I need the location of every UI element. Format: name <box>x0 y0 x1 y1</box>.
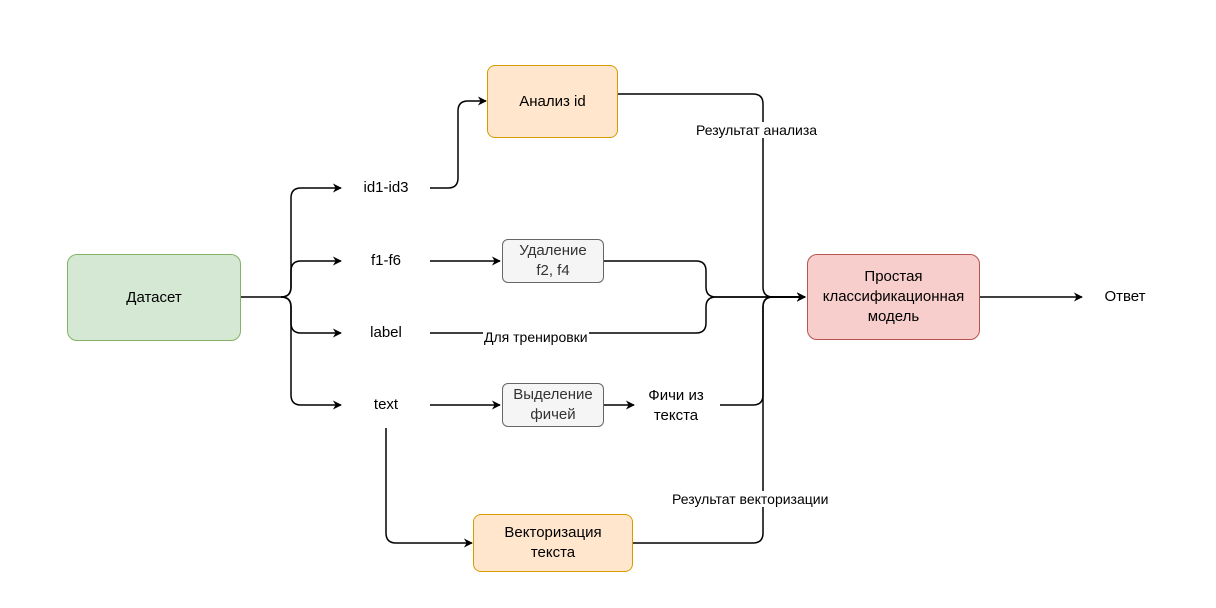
edge-vectorization-to-model <box>633 292 806 544</box>
node-feature-extraction: Выделение фичей <box>502 383 604 427</box>
node-simple-model: Простая классификационная модель <box>807 254 980 340</box>
edge-delete-to-model <box>604 260 806 302</box>
node-dataset-label: Датасет <box>126 288 182 306</box>
node-simple-model-label: Простая классификационная модель <box>822 268 965 325</box>
node-id-analysis: Анализ id <box>487 65 618 138</box>
edge-dataset-to-f-range <box>280 256 342 298</box>
node-label: label <box>342 321 430 345</box>
edge-dataset-to-text <box>280 296 342 410</box>
node-text-vectorization: Векторизация текста <box>473 514 633 572</box>
node-f-range: f1-f6 <box>342 249 430 273</box>
node-text-features: Фичи из текста <box>636 385 716 427</box>
node-id-analysis-label: Анализ id <box>519 92 586 110</box>
node-id-range: id1-id3 <box>342 176 430 200</box>
edge-label-for-training: Для тренировки <box>483 329 589 345</box>
node-answer-label: Ответ <box>1104 288 1146 305</box>
node-text: text <box>342 393 430 417</box>
edge-text-to-vectorization <box>385 428 473 548</box>
node-f-range-label: f1-f6 <box>370 252 401 269</box>
node-id-range-label: id1-id3 <box>363 179 409 196</box>
node-answer: Ответ <box>1090 285 1160 309</box>
edge-label-vectorization-result: Результат векторизации <box>671 491 830 507</box>
node-label-label: label <box>370 324 402 341</box>
node-text-vectorization-label: Векторизация текста <box>504 524 602 561</box>
node-delete-f: Удаление f2, f4 <box>502 239 604 283</box>
edge-id-range-to-analysis <box>430 96 487 189</box>
node-text-features-label: Фичи из текста <box>648 387 704 424</box>
node-feature-extraction-label: Выделение фичей <box>513 386 593 423</box>
node-delete-f-label: Удаление f2, f4 <box>519 242 587 279</box>
edge-label-analysis-result: Результат анализа <box>695 122 819 138</box>
node-dataset: Датасет <box>67 254 241 341</box>
edge-label-to-model <box>430 292 806 334</box>
node-text-label: text <box>373 396 399 413</box>
